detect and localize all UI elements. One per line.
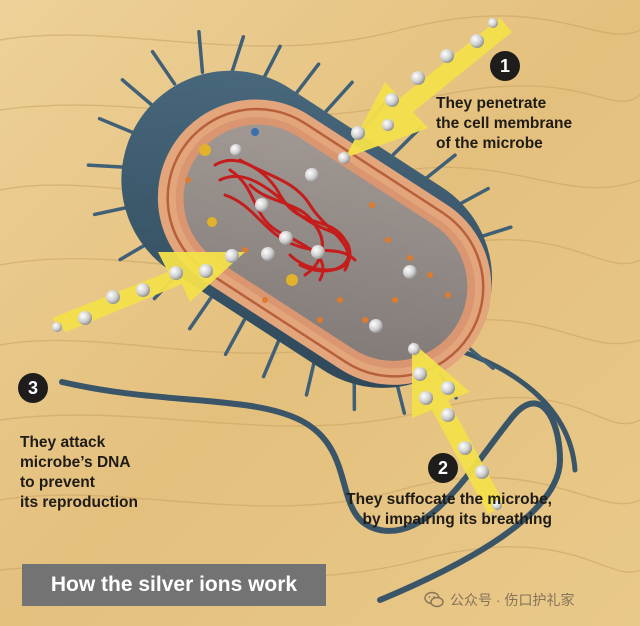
flagellum — [59, 379, 564, 603]
cell-granules — [185, 128, 451, 323]
step-3-badge: 3 — [18, 373, 48, 403]
watermark-text: 公众号 · 伤口护礼家 — [450, 592, 575, 608]
cell-membrane — [166, 107, 485, 378]
step-2-text: They suffocate the microbe, by impairing… — [346, 491, 552, 528]
arrow-1 — [338, 18, 512, 164]
watermark: 公众号 · 伤口护礼家 — [424, 589, 574, 611]
wechat-icon — [424, 591, 444, 608]
diagram-title: How the silver ions work — [22, 564, 326, 606]
internal-silver-ions — [230, 144, 417, 333]
step-1-badge: 1 — [490, 51, 520, 81]
step-3-text: They attack microbe’s DNA to prevent its… — [20, 434, 138, 511]
arrow-3 — [52, 249, 245, 332]
arrow-2 — [408, 342, 505, 514]
step-2-badge: 2 — [428, 453, 458, 483]
pili — [86, 30, 513, 415]
step-1-text: They penetrate the cell membrane of the … — [436, 95, 573, 152]
